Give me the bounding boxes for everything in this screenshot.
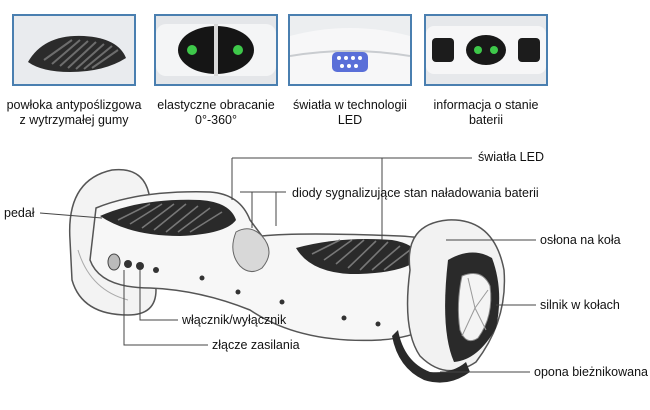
feature-caption-battery: informacja o stanie baterii bbox=[433, 98, 539, 127]
right-wheel bbox=[392, 219, 506, 383]
label-tread-tire: opona bieżnikowana bbox=[534, 365, 648, 379]
label-led-lights: światła LED bbox=[478, 150, 544, 164]
feature-caption-led: światła w technologii LED bbox=[293, 98, 407, 127]
feature-thumb-rotation bbox=[154, 14, 278, 86]
right-pedal bbox=[296, 239, 420, 274]
feature-thumb-led bbox=[288, 14, 412, 86]
feature-thumb-battery bbox=[424, 14, 548, 86]
led-light-icon bbox=[290, 16, 410, 84]
hoverboard-diagram: światła LED diody sygnalizujące stan nał… bbox=[0, 140, 650, 410]
feature-caption-pad: powłoka antypoślizgowa z wytrzymałej gum… bbox=[6, 98, 142, 127]
side-ports bbox=[107, 253, 423, 327]
rubber-pad-icon bbox=[14, 16, 134, 84]
feature-thumb-pad bbox=[12, 14, 136, 86]
label-power-connector: złącze zasilania bbox=[212, 338, 300, 352]
feature-caption-rotation: elastyczne obracanie 0°-360° bbox=[157, 98, 275, 127]
feature-strip: powłoka antypoślizgowa z wytrzymałej gum… bbox=[0, 0, 650, 140]
battery-status-icon bbox=[426, 16, 546, 84]
label-motor: silnik w kołach bbox=[540, 298, 620, 312]
hoverboard-illustration bbox=[39, 157, 536, 383]
label-battery-diodes: diody sygnalizujące stan naładowania bat… bbox=[292, 186, 539, 200]
rotation-joint-icon bbox=[156, 16, 276, 84]
label-wheel-cover: osłona na koła bbox=[540, 233, 621, 247]
left-pedal bbox=[100, 199, 236, 236]
label-power-switch: włącznik/wyłącznik bbox=[182, 313, 287, 327]
label-pedal: pedał bbox=[4, 206, 35, 220]
callout-lines bbox=[39, 157, 536, 373]
